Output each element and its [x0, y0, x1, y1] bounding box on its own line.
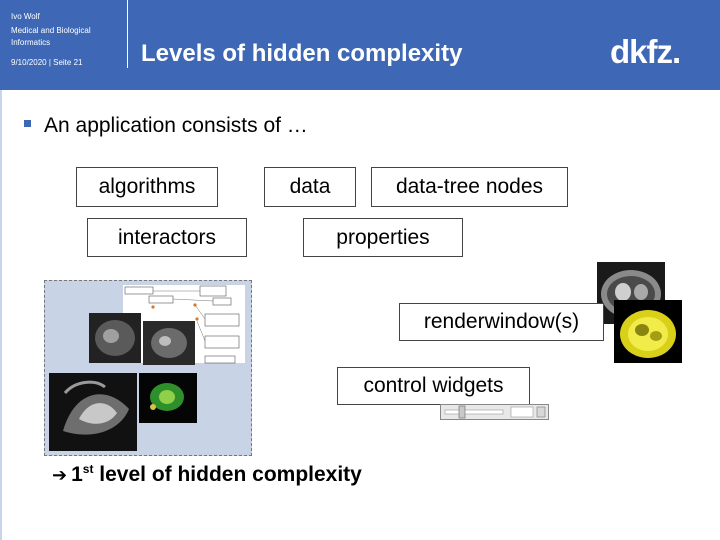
slider-widget-image: [440, 404, 549, 420]
heart-3d-render-image: [614, 300, 682, 363]
left-margin-rule: [0, 90, 2, 540]
conclusion-text: level of hidden complexity: [93, 463, 362, 486]
data-tree-nodes-box: data-tree nodes: [371, 167, 568, 207]
conclusion-line: ➔1st level of hidden complexity: [52, 462, 362, 487]
interactors-box: interactors: [87, 218, 247, 257]
bullet-text: An application consists of …: [44, 114, 308, 137]
renderwindows-box: renderwindow(s): [399, 303, 604, 341]
data-box: data: [264, 167, 356, 207]
bullet-square-icon: [24, 120, 31, 127]
interactors-label: interactors: [117, 225, 217, 249]
department-name: Medical and Biological Informatics: [11, 26, 91, 47]
header-divider: [127, 0, 128, 68]
properties-label: properties: [336, 225, 430, 249]
conclusion-number: 1: [71, 463, 83, 486]
slider-widget-illustration: [441, 405, 548, 419]
algorithms-box: algorithms: [76, 167, 218, 207]
slide-title: Levels of hidden complexity: [141, 40, 463, 67]
properties-box: properties: [303, 218, 463, 257]
renderwindows-label: renderwindow(s): [423, 310, 580, 333]
algorithms-label: algorithms: [98, 175, 196, 198]
control-widgets-label: control widgets: [363, 374, 504, 397]
author-name: Ivo Wolf: [11, 12, 40, 21]
header-bar: Ivo Wolf Medical and Biological Informat…: [0, 0, 720, 90]
conclusion-ordinal: st: [82, 462, 94, 476]
control-widgets-box: control widgets: [337, 367, 530, 405]
date-page-info: 9/10/2020 | Seite 21: [11, 58, 83, 67]
arrow-right-icon: ➔: [52, 465, 68, 485]
dkfz-logo: dkfz.: [610, 33, 681, 70]
data-tree-nodes-label: data-tree nodes: [395, 175, 544, 198]
data-label: data: [289, 175, 331, 198]
heart-3d-illustration: [614, 300, 682, 363]
diagram-illustration: [45, 281, 251, 455]
application-diagram-image: [44, 280, 252, 456]
